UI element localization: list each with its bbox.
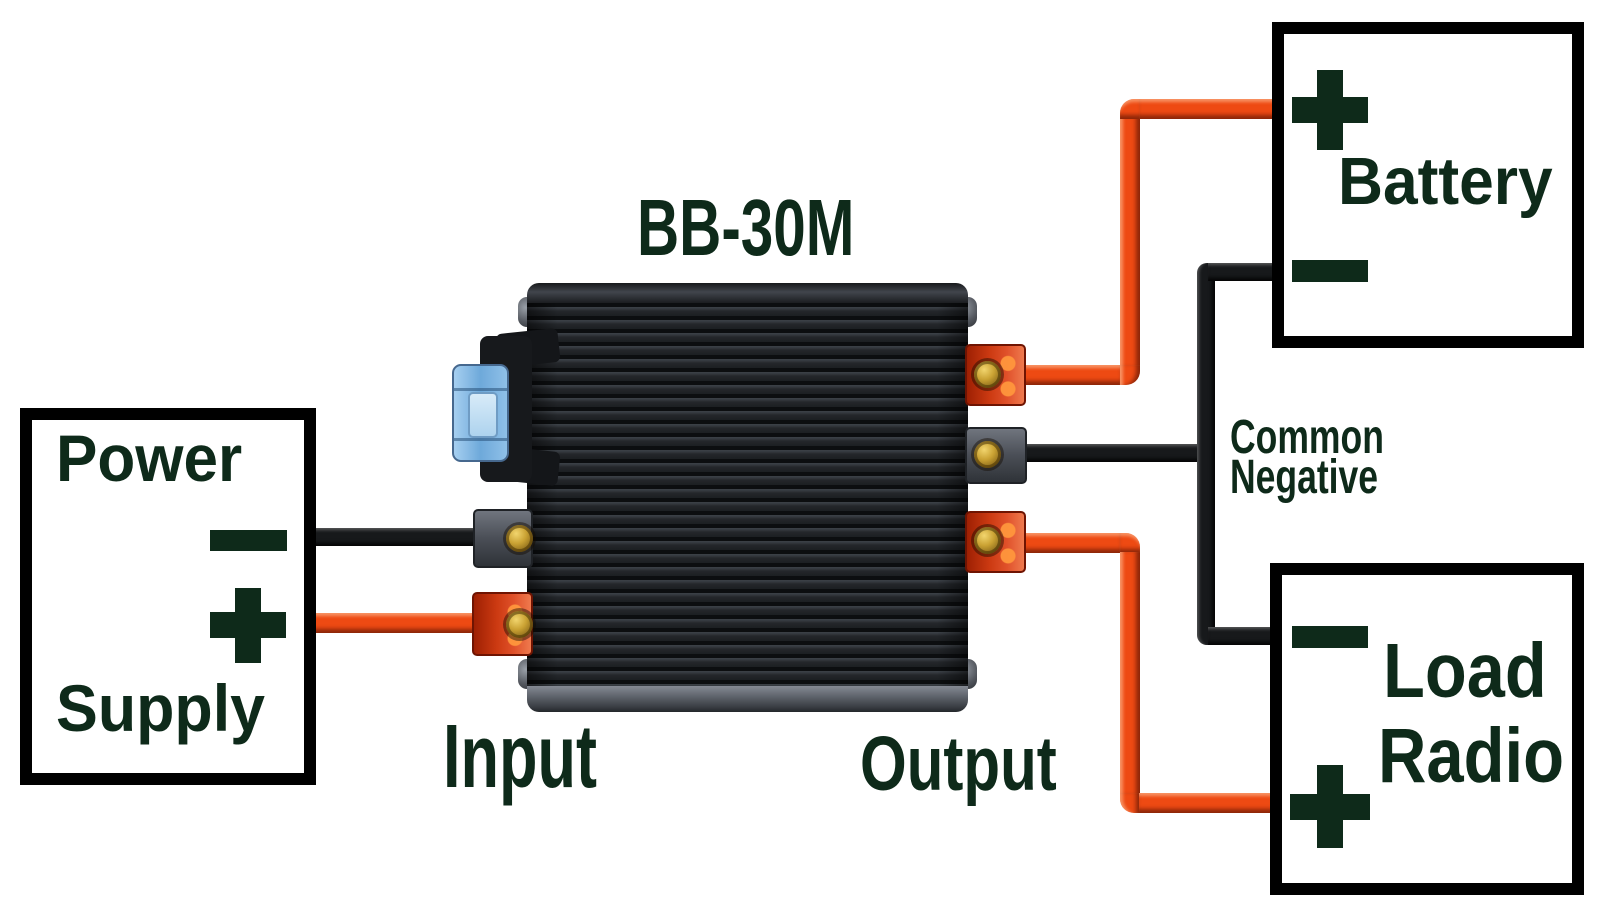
wire-battery-positive-corner-lower bbox=[1120, 365, 1140, 385]
device-top-cap bbox=[527, 283, 968, 303]
wire-input-negative bbox=[304, 528, 480, 546]
wire-common-negative-to-load bbox=[1208, 627, 1282, 645]
wire-common-negative-to-battery bbox=[1208, 263, 1284, 281]
terminal-screw bbox=[506, 611, 533, 638]
power-supply-label-line1: Power bbox=[56, 421, 243, 495]
power-supply-box bbox=[20, 408, 316, 785]
input-label: Input bbox=[443, 707, 597, 807]
wire-input-positive bbox=[304, 613, 480, 633]
blade-fuse-band bbox=[454, 388, 507, 391]
device-heatsink-fins bbox=[527, 303, 968, 686]
wire-load-positive-corner-lower bbox=[1120, 793, 1140, 813]
terminal-screw bbox=[974, 527, 1001, 554]
load-negative-symbol bbox=[1292, 626, 1368, 648]
bb30m-device bbox=[518, 283, 977, 712]
wire-battery-positive-segment-h1 bbox=[1015, 365, 1120, 385]
terminal-screw bbox=[506, 525, 533, 552]
wire-load-positive-segment-h1 bbox=[1015, 533, 1120, 553]
battery-label: Battery bbox=[1338, 144, 1553, 219]
wire-load-positive-segment-v bbox=[1120, 552, 1140, 794]
battery-negative-symbol bbox=[1292, 260, 1368, 282]
wire-common-negative-bus bbox=[1197, 263, 1215, 645]
load-label-line1: Load bbox=[1383, 628, 1547, 714]
plus-bar-vertical bbox=[235, 588, 261, 663]
common-negative-label-line2: Negative bbox=[1230, 451, 1379, 504]
plus-bar-vertical bbox=[1317, 70, 1343, 150]
wire-output-negative bbox=[1015, 444, 1209, 462]
device-model-label: BB-30M bbox=[637, 183, 855, 272]
battery-positive-symbol bbox=[1292, 70, 1368, 150]
wire-load-positive-segment-h2 bbox=[1139, 793, 1282, 813]
wire-battery-positive-segment-h2 bbox=[1139, 99, 1284, 119]
wire-load-positive-corner-upper bbox=[1120, 533, 1140, 553]
output-label: Output bbox=[860, 721, 1057, 807]
common-negative-label-line1: Common bbox=[1230, 411, 1384, 464]
blade-fuse-window bbox=[468, 392, 498, 438]
load-positive-symbol bbox=[1290, 765, 1370, 848]
load-label-line2: Radio bbox=[1378, 713, 1565, 799]
power-supply-label-line2: Supply bbox=[56, 671, 266, 745]
terminal-screw bbox=[974, 361, 1001, 388]
wire-battery-positive-corner-upper bbox=[1120, 99, 1140, 119]
terminal-screw bbox=[974, 441, 1001, 468]
device-bottom-cap bbox=[527, 686, 968, 712]
power-supply-negative-symbol bbox=[210, 530, 287, 551]
blade-fuse-band bbox=[454, 438, 507, 441]
power-supply-positive-symbol bbox=[210, 588, 286, 663]
plus-bar-vertical bbox=[1317, 765, 1343, 848]
wire-battery-positive-segment-v bbox=[1120, 117, 1140, 366]
